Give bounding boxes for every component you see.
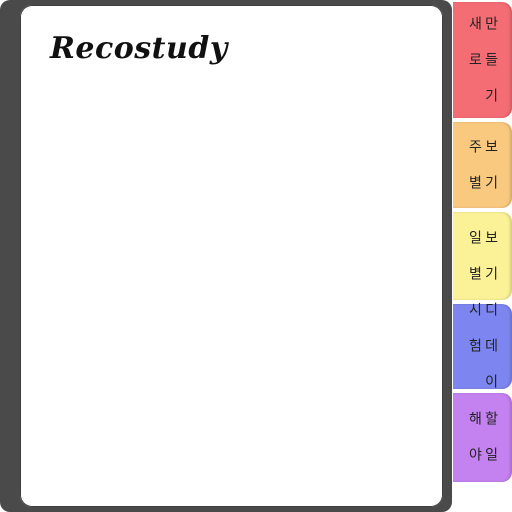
app-title: Recostudy — [50, 31, 228, 66]
notebook-cover: Recostudy — [0, 0, 452, 512]
tab-daily-view-label: 일 별 보 기 — [466, 229, 499, 283]
tab-exam-dday-label: 시 험 디 데 이 — [466, 302, 499, 391]
tab-create-new[interactable]: 새 로 만 들 기 — [453, 2, 512, 118]
tab-create-new-label: 새 로 만 들 기 — [466, 15, 499, 105]
notebook-page: Recostudy — [20, 5, 443, 507]
tab-todo-label: 해 야 할 일 — [466, 411, 499, 464]
tab-daily-view[interactable]: 일 별 보 기 — [453, 212, 512, 300]
tab-weekly-view[interactable]: 주 별 보 기 — [453, 122, 512, 208]
tab-weekly-view-label: 주 별 보 기 — [466, 138, 499, 192]
side-tabs: 새 로 만 들 기 주 별 보 기 일 별 보 기 시 험 디 데 이 해 야 … — [453, 0, 512, 512]
tab-todo[interactable]: 해 야 할 일 — [453, 393, 512, 482]
tab-exam-dday[interactable]: 시 험 디 데 이 — [453, 302, 512, 391]
